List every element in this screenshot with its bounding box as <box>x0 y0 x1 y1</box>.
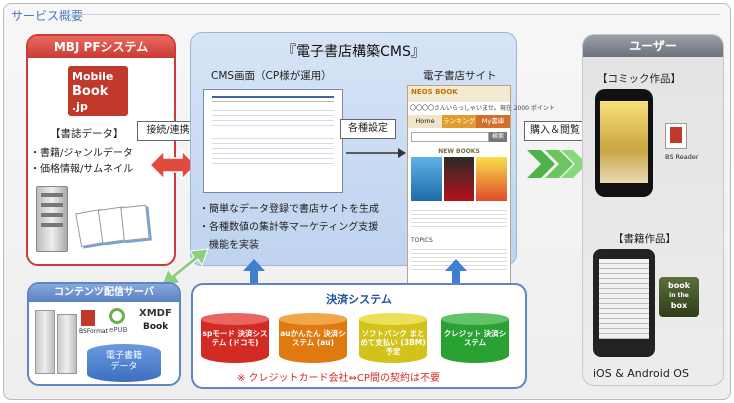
cms-screenshot <box>203 89 343 193</box>
payment-title: 決済システム <box>326 293 392 306</box>
payment-system-label: auかんたん 決済システム (au) <box>280 329 346 347</box>
bs-format-icon <box>81 310 95 326</box>
server-rack-icon <box>36 186 68 252</box>
logo-line: Book <box>72 84 109 99</box>
payment-cylinder: spモード 決済システム (ドコモ) <box>201 313 269 367</box>
payment-system-label: ソフトバンク まとめて支払い (3BM) 予定 <box>360 329 426 356</box>
box-line: book <box>667 281 691 290</box>
site-search-input[interactable] <box>411 132 489 142</box>
db-label-line: 電子書籍 <box>105 351 142 361</box>
book-cover <box>476 157 508 201</box>
settings-label: 各種設定 <box>340 119 396 139</box>
format-label: BSFormat <box>79 328 108 335</box>
logo-line: .jp <box>72 100 88 113</box>
feature-item: 機能を実装 <box>199 240 259 251</box>
box-line: box <box>670 301 688 310</box>
payment-note: ※ クレジットカード会社⇔CP間の契約は不要 <box>237 373 440 384</box>
logo-line: Mobile <box>72 70 114 83</box>
heading-divider <box>60 14 720 15</box>
payment-system-label: spモード 決済システム (ドコモ) <box>202 329 268 347</box>
box-line: in the <box>669 292 689 299</box>
data-item: ・書籍/ジャンルデータ <box>30 148 133 159</box>
server-icon <box>57 314 77 374</box>
site-brand: NEOS BOOK <box>411 88 458 96</box>
payment-cylinder: ソフトバンク まとめて支払い (3BM) 予定 <box>359 313 427 367</box>
content-server-title: コンテンツ配信サーバ <box>29 284 179 302</box>
mbj-pf-system-box: MBJ PFシステム Mobile Book .jp 【書誌データ】 ・書籍/ジ… <box>26 34 176 266</box>
diagonal-double-arrow-icon <box>161 248 209 286</box>
format-label: Book <box>143 322 169 332</box>
right-arrow-icon <box>346 148 406 158</box>
book-label: 【書籍作品】 <box>613 233 676 245</box>
epub-icon <box>109 308 125 324</box>
format-label: ePUB <box>109 326 128 334</box>
data-item: ・価格情報/サムネイル <box>30 164 134 175</box>
content-server-box: コンテンツ配信サーバ BSFormat ePUB XMDF Book 電子書籍 … <box>27 282 181 386</box>
cms-screen-label: CMS画面（CP様が運用） <box>211 70 332 82</box>
site-search-button[interactable]: 検索 <box>489 132 507 142</box>
payment-system-label: クレジット 決済システム <box>443 329 507 347</box>
overview-heading: サービス概要 <box>11 9 84 23</box>
payment-system-box: 決済システム spモード 決済システム (ドコモ) auかんたん 決済システム … <box>191 283 527 389</box>
smartphone-icon <box>595 89 653 197</box>
mobilebook-logo: Mobile Book .jp <box>68 66 128 116</box>
payment-cylinder: auかんたん 決済システム (au) <box>279 313 347 367</box>
format-label: XMDF <box>139 308 172 319</box>
book-in-the-box-icon: book in the box <box>659 277 699 317</box>
site-tab[interactable]: My書庫 <box>476 115 510 128</box>
payment-cylinder: クレジット 決済システム <box>441 313 509 367</box>
data-label: 【書誌データ】 <box>50 128 124 140</box>
bs-reader-label: BS Reader <box>665 153 699 161</box>
cms-title: 『電子書店構築CMS』 <box>282 44 425 60</box>
connect-label: 接続/連携 <box>137 121 199 141</box>
book-cover <box>443 157 475 201</box>
ebook-database-icon: 電子書籍 データ <box>87 344 161 382</box>
server-icon <box>35 310 55 374</box>
purchase-label: 購入＆閲覧 <box>524 121 586 141</box>
comic-label: 【コミック作品】 <box>597 73 681 85</box>
user-title: ユーザー <box>583 35 723 57</box>
user-box: ユーザー 【コミック作品】 BS Reader 【書籍作品】 book in t… <box>582 34 724 386</box>
site-tab[interactable]: ランキング <box>442 115 476 128</box>
feature-item: ・各種数値の集計等マーケティング支援 <box>199 222 379 233</box>
site-label: 電子書店サイト <box>423 70 497 82</box>
site-topics: TOPICS <box>411 237 433 244</box>
feature-item: ・簡単なデータ登録で書店サイトを生成 <box>199 204 379 215</box>
os-label: iOS & Android OS <box>593 367 689 380</box>
site-tab[interactable]: Home <box>408 115 442 128</box>
site-promo: 〇〇〇〇さんいらっしゃいませ。現在 2000 ポイント <box>410 105 555 112</box>
bs-reader-icon <box>665 123 687 149</box>
mbj-title: MBJ PFシステム <box>28 36 174 58</box>
chevron-right-icon <box>527 150 587 178</box>
tablet-icon <box>593 249 655 357</box>
site-new-books: NEW BOOKS <box>438 148 480 155</box>
book-cover <box>411 157 442 201</box>
document-icon <box>120 204 150 242</box>
db-label-line: データ <box>110 362 138 372</box>
